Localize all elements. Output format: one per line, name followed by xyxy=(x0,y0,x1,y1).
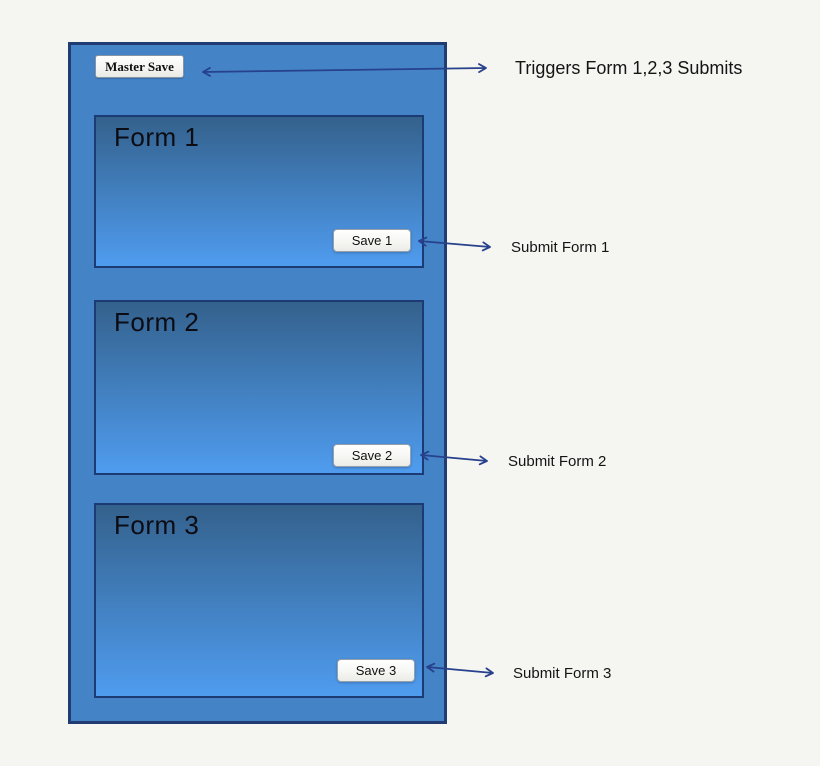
submit-form-1-label: Submit Form 1 xyxy=(511,239,610,256)
form-2-panel: Form 2 Save 2 xyxy=(94,300,424,475)
save-1-button[interactable]: Save 1 xyxy=(333,229,411,252)
master-save-button[interactable]: Master Save xyxy=(95,55,184,78)
form-3-title: Form 3 xyxy=(114,510,200,540)
save-2-button[interactable]: Save 2 xyxy=(333,444,411,467)
submit-form-2-label: Submit Form 2 xyxy=(508,453,607,470)
form-3-panel: Form 3 Save 3 xyxy=(94,503,424,698)
submit-form-3-label: Submit Form 3 xyxy=(513,665,612,682)
master-panel: Master Save Form 1 Save 1 Form 2 Save 2 … xyxy=(68,42,447,724)
master-arrow-label: Triggers Form 1,2,3 Submits xyxy=(515,58,743,78)
form-1-title: Form 1 xyxy=(114,122,200,152)
form-1-panel: Form 1 Save 1 xyxy=(94,115,424,268)
form-2-title: Form 2 xyxy=(114,307,200,337)
save-3-button[interactable]: Save 3 xyxy=(337,659,415,682)
